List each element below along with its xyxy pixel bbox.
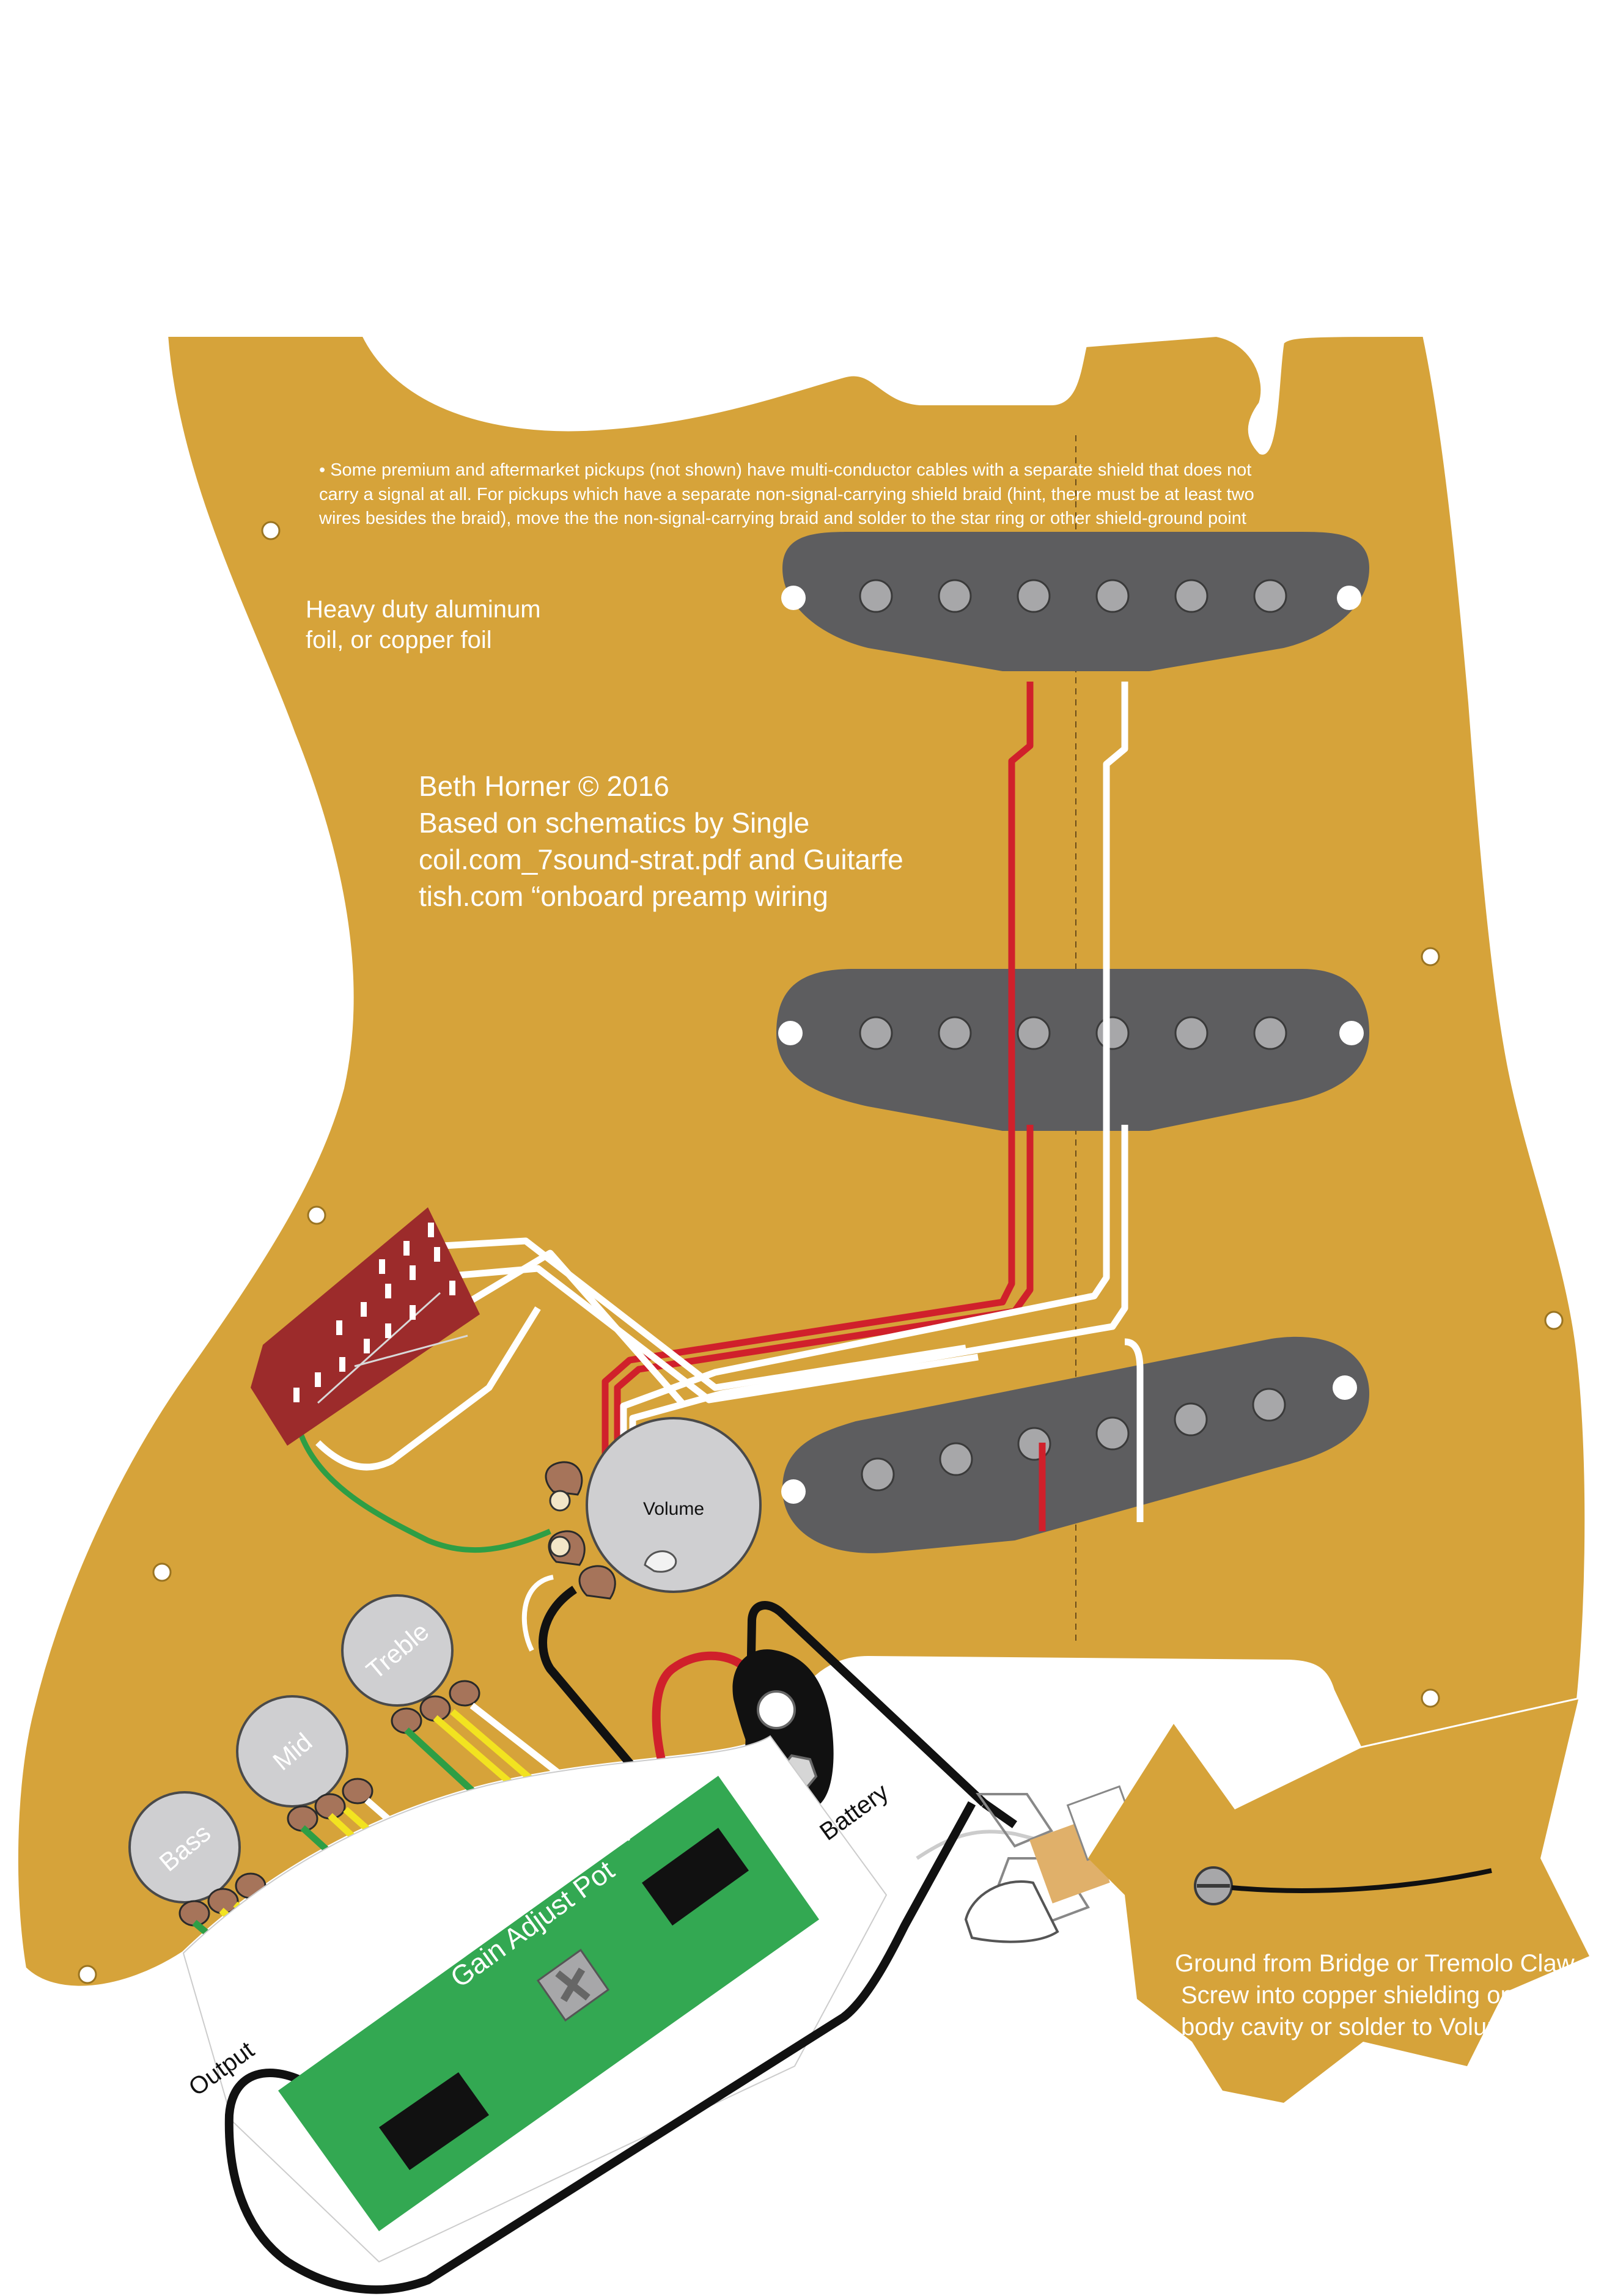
pole-piece-icon <box>1252 1388 1286 1422</box>
ground-note-line3: body cavity or solder to Volume pot <box>1181 2014 1562 2040</box>
braid-wire <box>521 1575 554 1652</box>
neck-pickup <box>781 532 1369 671</box>
pickup-mount-hole-icon <box>1333 1375 1357 1400</box>
shielded-cable <box>539 1586 700 1831</box>
gain-trimmer <box>536 1948 610 2022</box>
screw-hole-icon <box>1544 1311 1564 1330</box>
shield-note-line2: carry a signal at all. For pickups which… <box>319 485 1254 504</box>
treble-pot: Treble <box>341 1594 480 1734</box>
ground-note-line1: Ground from Bridge or Tremolo Claw <box>1175 1950 1575 1977</box>
switch-lug-icon <box>293 1388 300 1402</box>
credit-line4: tish.com “onboard preamp wiring <box>419 880 828 912</box>
pole-piece-icon <box>1174 579 1208 613</box>
pot-lug-icon <box>419 1695 451 1722</box>
ground-note: Ground from Bridge or Tremolo Claw Screw… <box>1175 1950 1575 2040</box>
pot-lug-icon <box>391 1707 422 1734</box>
pole-piece-icon <box>1095 1416 1130 1451</box>
switch-lug-icon <box>449 1281 455 1295</box>
battery-snap <box>732 1649 834 1809</box>
battery-black-lead <box>745 1601 987 1807</box>
pot-lug-icon <box>449 1680 480 1707</box>
ground-screw <box>1194 1866 1233 1905</box>
screw-hole-icon <box>307 1205 326 1225</box>
pole-piece-icon <box>939 1442 973 1476</box>
board-pad-icon <box>642 1828 749 1926</box>
switch-lug-icon <box>339 1357 345 1372</box>
switch-lug-icon <box>315 1372 321 1387</box>
pole-piece-icon <box>1253 1016 1287 1050</box>
foil-note: Heavy duty aluminum foil, or copper foil <box>306 596 541 653</box>
pickup-mount-hole-icon <box>781 586 806 610</box>
switch-lug-icon <box>364 1339 370 1353</box>
pot-lug-icon <box>545 1461 583 1496</box>
pot-lug-icon <box>578 1565 616 1600</box>
screw-hole-icon <box>1421 947 1440 966</box>
switch-lug-icon <box>361 1302 367 1317</box>
output-lead <box>224 1801 976 2294</box>
switch-lug-icon <box>385 1323 391 1338</box>
battery-red-lead <box>652 1651 746 1799</box>
hot-wires <box>601 682 1046 1531</box>
pickup-mount-hole-icon <box>1339 1021 1364 1045</box>
middle-pickup <box>776 969 1369 1131</box>
pickup-mount-hole-icon <box>778 1021 803 1045</box>
pole-piece-icon <box>1095 1016 1130 1050</box>
screw-hole-icon <box>152 1562 172 1582</box>
shield-note-line3: wires besides the braid), move the the n… <box>318 509 1246 528</box>
switch-lug-icon <box>428 1223 434 1237</box>
pole-piece-icon <box>1017 1016 1051 1050</box>
battery-terminal-round-icon <box>757 1690 796 1729</box>
ground-note-line2: Screw into copper shielding on <box>1181 1982 1514 2009</box>
pickguard-screw-holes <box>78 521 1564 1984</box>
switch-lug-icon <box>385 1284 391 1298</box>
switch-lug-icon <box>403 1241 410 1256</box>
foil-note-line1: Heavy duty aluminum <box>306 596 541 623</box>
pickup-mount-hole-icon <box>1337 586 1361 610</box>
pickguard-body <box>14 333 1589 1990</box>
screw-hole-icon <box>261 521 281 540</box>
credit-line2: Based on schematics by Single <box>419 807 809 839</box>
pot-lug-icon <box>314 1793 346 1820</box>
bridge-ground-wire <box>1231 1868 1492 1893</box>
pole-piece-icon <box>1095 579 1130 613</box>
ground-note-patch <box>1088 1699 1589 2103</box>
pole-piece-icon <box>861 1457 895 1492</box>
pickup-mount-hole-icon <box>781 1479 806 1504</box>
volume-label: Volume <box>643 1499 704 1519</box>
pole-piece-icon <box>859 579 893 613</box>
bass-pot: Bass <box>128 1791 267 1927</box>
pot-lug-icon <box>287 1805 318 1832</box>
bridge-pickup <box>781 1336 1369 1553</box>
pot-lug-icon <box>178 1900 210 1927</box>
pole-piece-icon <box>859 1016 893 1050</box>
credit-line3: coil.com_7sound-strat.pdf and Guitarfe <box>419 844 903 875</box>
foil-note-line2: foil, or copper foil <box>306 627 492 653</box>
switch-lug-icon <box>379 1259 385 1274</box>
preamp-board: Gain Adjust Pot <box>278 1776 819 2231</box>
pole-piece-icon <box>1017 579 1051 613</box>
shield-note-line1: • Some premium and aftermarket pickups (… <box>319 460 1251 480</box>
mid-pot: Mid <box>236 1695 373 1832</box>
shield-note: • Some premium and aftermarket pickups (… <box>318 460 1254 528</box>
pole-piece-icon <box>938 579 972 613</box>
volume-pot: Volume <box>545 1417 762 1600</box>
switch-lug-icon <box>434 1247 440 1262</box>
screw-hole-icon <box>78 1965 97 1984</box>
pole-piece-icon <box>1253 579 1287 613</box>
switch-lug-icon <box>410 1305 416 1320</box>
pickup-selector-switch <box>251 1207 480 1446</box>
pot-lug-icon <box>342 1778 373 1805</box>
screw-hole-icon <box>1421 1688 1440 1708</box>
pole-piece-icon <box>1174 1402 1208 1437</box>
board-pad-icon <box>379 2072 489 2170</box>
credits: Beth Horner © 2016 Based on schematics b… <box>419 770 903 912</box>
pot-mount-icon <box>644 1550 677 1573</box>
credit-line1: Beth Horner © 2016 <box>419 770 669 802</box>
pole-piece-icon <box>938 1016 972 1050</box>
switch-lug-icon <box>336 1320 342 1335</box>
switch-lug-icon <box>410 1265 416 1280</box>
pole-piece-icon <box>1174 1016 1208 1050</box>
